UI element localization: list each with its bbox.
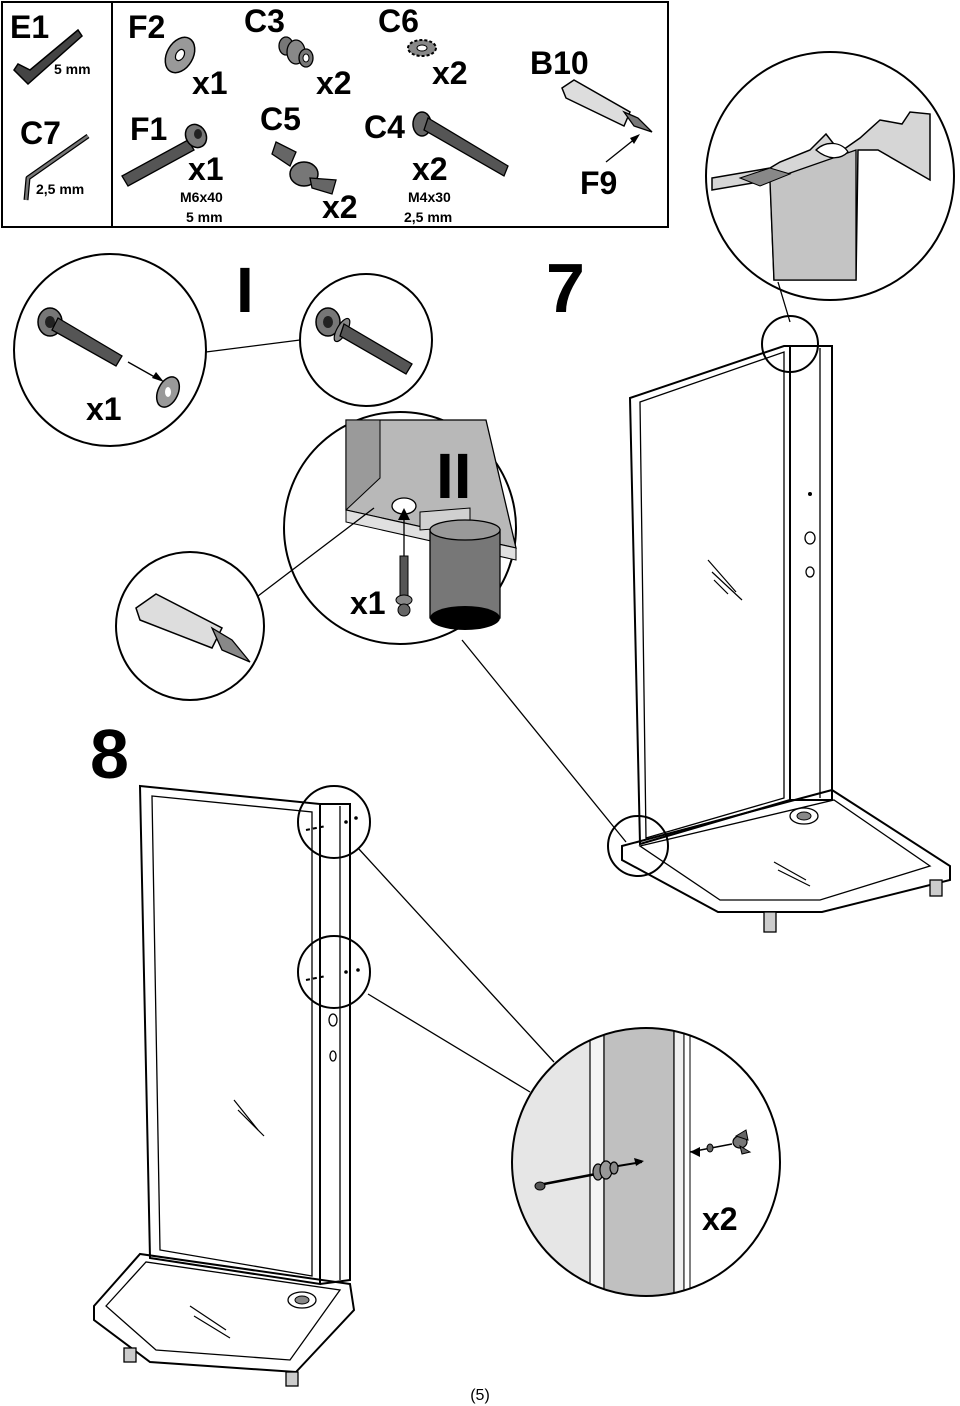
step-7-label: 7 bbox=[546, 249, 585, 327]
part-c3-code: C3 bbox=[244, 3, 285, 39]
glass-reflection-mark bbox=[707, 559, 743, 601]
detail-i-qty: x1 bbox=[86, 391, 122, 427]
part-c4-code: C4 bbox=[364, 109, 405, 145]
tray-foot bbox=[123, 1347, 137, 1363]
f9-leader-line bbox=[605, 137, 637, 163]
spacer-sleeve-icon bbox=[278, 36, 314, 68]
part-f9-code: F9 bbox=[580, 165, 617, 201]
step-8-fastener-marks bbox=[305, 816, 360, 981]
part-c5-code: C5 bbox=[260, 101, 301, 137]
detail-ii-label: II bbox=[436, 440, 472, 512]
wing-nut-icon bbox=[271, 141, 337, 195]
part-f1-tool: 5 mm bbox=[186, 209, 223, 225]
part-c6-code: C6 bbox=[378, 3, 419, 39]
step-8-connector-upper bbox=[357, 847, 555, 1063]
detail-i-connector bbox=[205, 339, 301, 353]
part-f1-code: F1 bbox=[130, 111, 167, 147]
sealant-tube-icon bbox=[561, 79, 653, 133]
step-7-foot-highlight bbox=[607, 815, 669, 877]
allen-key-5mm-icon bbox=[13, 28, 83, 86]
bolt-m6x40-icon bbox=[121, 123, 208, 187]
f9-arrow-head bbox=[630, 134, 640, 144]
detail-ii-circle: x1 II bbox=[283, 411, 517, 645]
detail-ii-to-step7-line bbox=[461, 639, 627, 843]
wing-nut-fastener-icon bbox=[689, 1129, 752, 1157]
parts-table: E1 5 mm C7 2,5 mm F2 x1 C3 x2 C6 bbox=[1, 1, 669, 228]
allen-key-2-5mm-icon bbox=[23, 133, 90, 201]
tray-foot bbox=[929, 879, 943, 897]
screw-and-spacer-icon bbox=[534, 1158, 644, 1191]
screw-with-washer-icon bbox=[395, 555, 413, 617]
part-e1-size: 5 mm bbox=[54, 61, 91, 77]
step-8-magnified-detail: x2 bbox=[511, 1027, 781, 1297]
parts-table-border bbox=[1, 1, 669, 228]
step-8-shower-panel bbox=[138, 784, 371, 1286]
part-f2-code: F2 bbox=[128, 9, 165, 45]
detail-i-right-circle bbox=[299, 273, 433, 407]
detail-ii-arrow-head bbox=[398, 508, 410, 520]
part-c4-qty: x2 bbox=[412, 151, 448, 187]
step-8-shower-tray bbox=[93, 1252, 356, 1387]
detail-i-label: I bbox=[236, 254, 254, 326]
tray-foot bbox=[285, 1371, 299, 1387]
part-f1-spec: M6x40 bbox=[180, 189, 223, 205]
step-8-upper-highlight bbox=[297, 785, 371, 859]
part-c4-spec: M4x30 bbox=[408, 189, 451, 205]
detail-ii-qty: x1 bbox=[350, 585, 386, 621]
step-8-lower-highlight bbox=[297, 935, 371, 1009]
bolt-assembled-icon bbox=[315, 307, 413, 375]
washer-icon bbox=[164, 36, 196, 74]
step-7-shower-tray bbox=[607, 788, 951, 933]
part-f1-qty: x1 bbox=[188, 151, 224, 187]
detail-i-left-circle: x1 bbox=[13, 253, 207, 447]
detail-8-qty: x2 bbox=[702, 1201, 738, 1237]
toothed-washer-icon bbox=[407, 39, 437, 57]
sealant-tube-large-icon bbox=[135, 593, 251, 663]
sealant-detail-circle bbox=[115, 551, 265, 701]
glass-reflection-mark bbox=[233, 1099, 265, 1137]
part-e1-code: E1 bbox=[10, 9, 49, 45]
step-7-profile-detail bbox=[705, 51, 955, 301]
step-8-label: 8 bbox=[90, 715, 129, 793]
step-8-connector-lower bbox=[367, 993, 531, 1093]
part-c3-qty: x2 bbox=[316, 65, 352, 101]
sealant-connector-line bbox=[257, 507, 375, 597]
page-number: (5) bbox=[470, 1387, 490, 1404]
screw-m4x30-icon bbox=[412, 111, 509, 177]
part-c7-size: 2,5 mm bbox=[36, 181, 84, 197]
bolt-with-washer-icon bbox=[37, 307, 181, 408]
tray-foot bbox=[763, 911, 777, 933]
part-b10-code: B10 bbox=[530, 45, 589, 81]
part-c7-code: C7 bbox=[20, 115, 61, 151]
part-c6-qty: x2 bbox=[432, 55, 468, 91]
adjustable-foot-icon bbox=[429, 529, 501, 619]
step-7-shower-panel bbox=[628, 315, 833, 846]
part-c5-qty: x2 bbox=[322, 189, 358, 225]
part-f2-qty: x1 bbox=[192, 65, 228, 101]
part-c4-tool: 2,5 mm bbox=[404, 209, 452, 225]
